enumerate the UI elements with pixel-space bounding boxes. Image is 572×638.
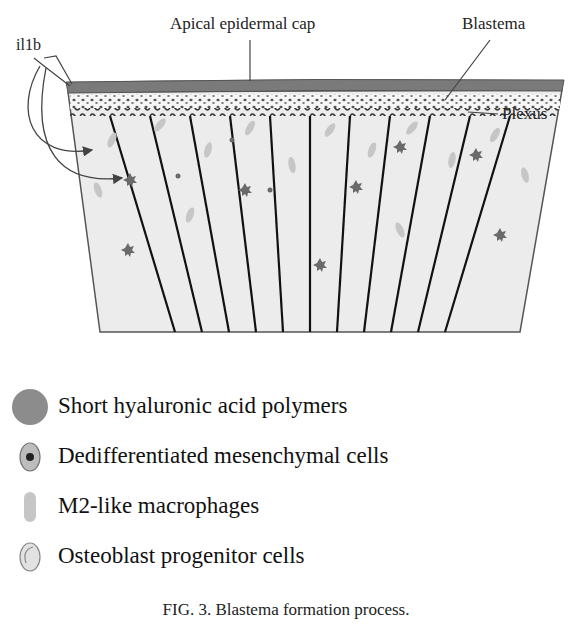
star-cell bbox=[393, 140, 407, 154]
mesenchymal-nucleus bbox=[26, 453, 34, 461]
callout-label: Blastema bbox=[462, 14, 525, 34]
macrophage bbox=[366, 141, 378, 158]
macrophage bbox=[243, 119, 257, 136]
legend-label: M2-like macrophages bbox=[58, 493, 259, 519]
blastema-layer bbox=[70, 94, 560, 109]
star-cell bbox=[349, 180, 363, 194]
fin-ray bbox=[309, 116, 311, 332]
fin-ray bbox=[364, 116, 390, 332]
macrophage bbox=[323, 121, 338, 138]
fin-ray bbox=[391, 116, 430, 332]
leader-line bbox=[445, 40, 490, 100]
star-cell bbox=[123, 173, 137, 187]
macrophages bbox=[92, 117, 530, 239]
star-cell bbox=[313, 258, 327, 272]
macrophage bbox=[404, 120, 420, 137]
dot-cell bbox=[268, 188, 273, 193]
star-cell bbox=[469, 148, 483, 162]
fin-ray bbox=[445, 116, 510, 332]
fin-ray bbox=[230, 116, 256, 332]
osteoblast-symbol bbox=[20, 543, 40, 571]
fin-ray bbox=[190, 116, 229, 332]
apical-cap bbox=[66, 79, 564, 93]
star-cell bbox=[493, 228, 507, 242]
legend-swatch bbox=[12, 389, 48, 425]
macrophage bbox=[488, 126, 502, 143]
legend-label: Dedifferentiated mesenchymal cells bbox=[58, 443, 388, 469]
macrophage bbox=[447, 152, 457, 169]
fin-ray bbox=[270, 116, 283, 332]
fin-ray bbox=[337, 116, 350, 332]
callout-label: Apical epidermal cap bbox=[170, 14, 315, 34]
star-cell bbox=[238, 183, 252, 197]
fin-tissue bbox=[68, 90, 562, 332]
legend-label: Short hyaluronic acid polymers bbox=[58, 393, 347, 419]
dot-cell bbox=[230, 138, 235, 143]
figure-caption: FIG. 3. Blastema formation process. bbox=[0, 600, 572, 620]
fin-ray bbox=[418, 116, 470, 332]
blastema-cells bbox=[70, 94, 560, 109]
macrophage bbox=[184, 206, 196, 223]
plexus-line bbox=[70, 108, 558, 116]
macrophage bbox=[287, 157, 297, 174]
osteoblast-cells bbox=[121, 138, 507, 273]
il1b-arrow bbox=[28, 66, 92, 151]
macrophage bbox=[92, 181, 104, 198]
star-cell bbox=[121, 243, 135, 257]
macrophage bbox=[393, 221, 406, 238]
fin-rays bbox=[110, 116, 510, 332]
legend-label: Osteoblast progenitor cells bbox=[58, 543, 305, 569]
dot-cell bbox=[176, 174, 181, 179]
osteoblast-inner bbox=[25, 547, 33, 563]
macrophage bbox=[152, 117, 168, 134]
leader-line bbox=[468, 112, 498, 114]
macrophage bbox=[520, 166, 531, 183]
leader-line bbox=[249, 40, 250, 81]
callout-label: il1b bbox=[16, 36, 41, 54]
il1b-bracket bbox=[44, 56, 72, 84]
mesenchymal-symbol bbox=[20, 443, 40, 471]
il1b-arrow bbox=[42, 68, 122, 179]
fin-ray bbox=[110, 116, 175, 332]
macrophage bbox=[203, 141, 214, 158]
legend-swatch bbox=[24, 492, 36, 522]
callout-label: Plexus bbox=[502, 104, 547, 124]
macrophage bbox=[105, 131, 118, 148]
fin-ray bbox=[150, 116, 202, 332]
